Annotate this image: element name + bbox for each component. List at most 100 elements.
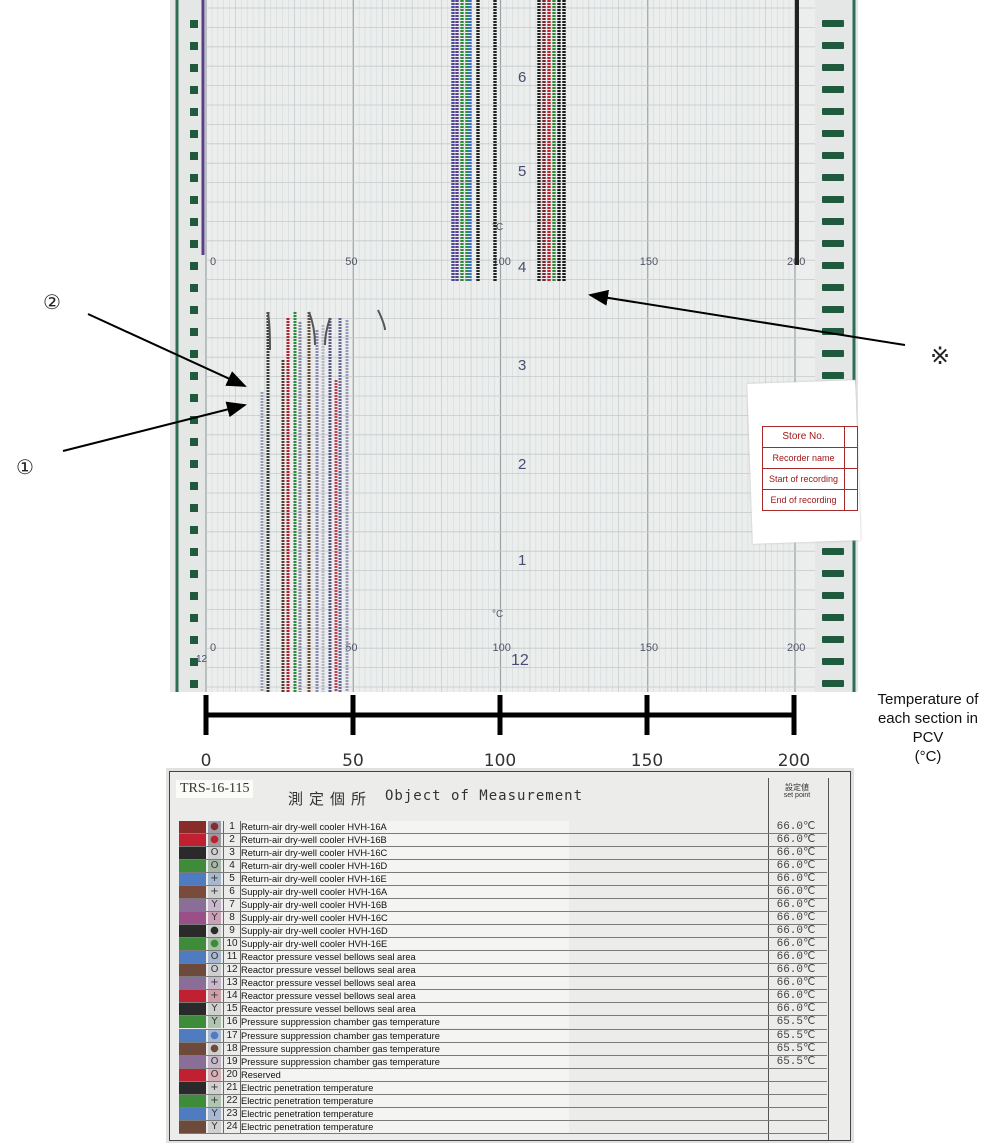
legend-color-swatch (179, 899, 206, 912)
trace-curve (377, 309, 386, 331)
sprocket-hole (190, 174, 198, 182)
sprocket-hole (190, 284, 198, 292)
legend-row-rule (179, 872, 827, 874)
legend-description: Electric penetration temperature (241, 1120, 569, 1133)
legend-channel-number: 19 (223, 1055, 241, 1068)
legend-description: Supply-air dry-well cooler HVH-16D (241, 925, 569, 938)
chart-scale-label-upper: 0 (210, 256, 216, 268)
legend-row-rule (179, 1093, 827, 1095)
legend-mark-symbol: Y (208, 1016, 221, 1029)
legend-mark-symbol: Y (208, 912, 221, 925)
sprocket-hole (190, 130, 198, 138)
legend-description: Return-air dry-well cooler HVH-16C (241, 847, 569, 860)
legend-mark-symbol: + (208, 886, 221, 899)
chart-row-number: 1 (518, 552, 526, 569)
legend-setpoint: 66.0℃ (776, 847, 816, 860)
legend-mark-symbol: + (208, 1094, 221, 1107)
legend-channel-number: 12 (223, 964, 241, 977)
legend-channel-number: 22 (223, 1094, 241, 1107)
legend-color-swatch (179, 886, 206, 899)
chart-scale-label-lower: 150 (640, 642, 658, 654)
setpoint-heading-en: set point (783, 792, 811, 799)
sprocket-hole (822, 372, 844, 379)
legend-mark-symbol: O (208, 951, 221, 964)
marker-note-label: ※ (930, 342, 951, 370)
legend-row-rule (179, 885, 827, 887)
legend-row-rule (179, 1015, 827, 1017)
sprocket-hole (190, 394, 198, 402)
legend-description: Return-air dry-well cooler HVH-16A (241, 821, 569, 833)
legend-channel-number: 9 (223, 925, 241, 938)
arrow-2 (87, 313, 247, 387)
legend-description: Reserved (241, 1068, 569, 1081)
legend-mark-symbol: O (208, 1068, 221, 1081)
sprocket-hole (822, 86, 844, 93)
legend-description: Electric penetration temperature (241, 1107, 569, 1120)
marker-1-label: ① (16, 455, 34, 479)
axis-tick-label: 100 (484, 751, 516, 770)
sprocket-hole (822, 680, 844, 687)
legend-setpoint: 66.0℃ (776, 860, 816, 873)
legend-description: Return-air dry-well cooler HVH-16B (241, 834, 569, 847)
sprocket-hole (822, 570, 844, 577)
legend-mark-symbol: O (208, 860, 221, 873)
legend-color-swatch (179, 1081, 206, 1094)
sprocket-hole (822, 20, 844, 27)
legend-color-swatch (179, 925, 206, 938)
legend-channel-number: 8 (223, 912, 241, 925)
legend-row-rule (179, 859, 827, 861)
legend-setpoint: 66.0℃ (776, 873, 816, 886)
sprocket-hole (822, 614, 844, 621)
legend-color-swatch (179, 1042, 206, 1055)
legend-color-swatch (179, 1055, 206, 1068)
sprocket-hole (190, 108, 198, 116)
legend-channel-number: 14 (223, 990, 241, 1003)
sprocket-hole (822, 240, 844, 247)
legend-row-rule (179, 1054, 827, 1056)
legend-channel-number: 21 (223, 1081, 241, 1094)
legend-setpoint: 66.0℃ (776, 899, 816, 912)
marker-2-label: ② (43, 290, 61, 314)
legend-mark-symbol: + (208, 977, 221, 990)
legend-channel-number: 3 (223, 847, 241, 860)
legend-row-rule (179, 1041, 827, 1043)
legend-channel-number: 4 (223, 860, 241, 873)
chart-scale-label-upper: 50 (345, 256, 357, 268)
sprocket-hole (190, 152, 198, 160)
legend-mark-symbol: ● (208, 925, 221, 938)
legend-channel-number: 11 (223, 951, 241, 964)
legend-color-swatch (179, 873, 206, 886)
chart-row-number: 5 (518, 163, 526, 180)
legend-color-swatch (179, 821, 206, 833)
sprocket-hole (190, 636, 198, 644)
legend-row-rule (179, 1132, 827, 1134)
legend-setpoint (771, 1082, 821, 1094)
sprocket-hole (190, 482, 198, 490)
sprocket-hole (190, 592, 198, 600)
legend-heading-jp: 測定個所 (288, 790, 373, 808)
legend-color-swatch (179, 990, 206, 1003)
legend-row-rule (179, 1028, 827, 1030)
legend-setpoint: 66.0℃ (776, 1003, 816, 1016)
axis-label-line4: (°C) (914, 748, 942, 765)
legend-setpoint: 65.5℃ (776, 1042, 816, 1055)
legend-divider (768, 778, 769, 1140)
legend-setpoint: 65.5℃ (776, 1055, 816, 1068)
legend-color-swatch (179, 1120, 206, 1133)
legend-mark-symbol: ● (208, 1042, 221, 1055)
axis-label-line2: each section in (877, 710, 979, 727)
sprocket-hole (190, 262, 198, 270)
legend-color-swatch (179, 938, 206, 951)
store-label-table: Store No. Recorder name Start of recordi… (762, 426, 858, 511)
legend-setpoint (771, 1121, 821, 1133)
legend-color-swatch (179, 1016, 206, 1029)
legend-row-rule (179, 1002, 827, 1004)
